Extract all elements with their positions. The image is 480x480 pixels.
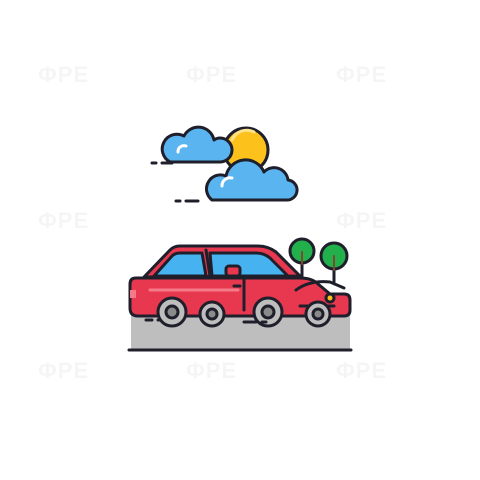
- car-icon: [128, 244, 352, 318]
- tree-icon: [288, 237, 349, 284]
- cloud-icon: [205, 158, 299, 202]
- cloud-icon: [160, 125, 234, 164]
- wheel-icon: [156, 296, 332, 328]
